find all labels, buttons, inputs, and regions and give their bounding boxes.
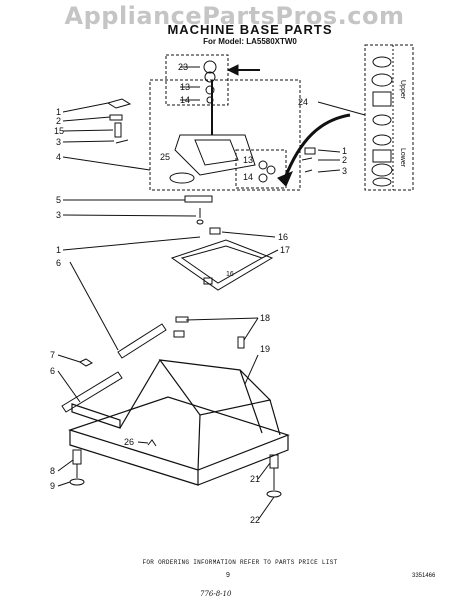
callout-16-inner: 16 — [226, 271, 234, 278]
callout-13-right: 13 — [243, 155, 253, 165]
callout-23: 23 — [178, 62, 188, 72]
upper-lower-box — [364, 44, 414, 191]
lower-bearings — [371, 134, 393, 187]
callout-numbers: 23 13 14 24 1 2 15 3 4 25 13 14 1 2 3 5 … — [50, 62, 347, 525]
callout-1-top: 1 — [56, 107, 61, 117]
callout-5: 5 — [56, 195, 61, 205]
lower-label: Lower — [399, 148, 406, 168]
callout-6-bottom: 6 — [50, 366, 55, 376]
callout-19: 19 — [260, 344, 270, 354]
handwritten-note: 776-8-10 — [200, 590, 232, 598]
mounting-plate — [170, 227, 274, 291]
page-number: 9 — [226, 572, 230, 579]
callout-26: 26 — [124, 437, 134, 447]
base-rail-7 — [61, 371, 123, 413]
machine-base-frame — [68, 359, 290, 486]
callout-16: 16 — [278, 232, 288, 242]
spring-clip — [147, 439, 157, 447]
callout-2-right: 2 — [342, 155, 347, 165]
transmission-box — [149, 79, 301, 191]
callout-1-right: 1 — [342, 146, 347, 156]
callout-7: 7 — [50, 350, 55, 360]
callout-3-top: 3 — [56, 137, 61, 147]
callout-14-right: 14 — [243, 172, 253, 182]
callout-13-top: 13 — [180, 82, 190, 92]
page-title: MACHINE BASE PARTS — [167, 22, 333, 37]
callout-9: 9 — [50, 481, 55, 491]
callout-14-top: 14 — [180, 95, 190, 105]
callout-18: 18 — [260, 313, 270, 323]
callout-24: 24 — [298, 97, 308, 107]
bracket-part — [106, 98, 132, 109]
upper-label: Upper — [399, 80, 406, 100]
ordering-info: FOR ORDERING INFORMATION REFER TO PARTS … — [142, 559, 338, 566]
callout-22: 22 — [250, 515, 260, 525]
watermark: AppliancePartsPros.com — [64, 2, 405, 30]
callout-3-right: 3 — [342, 166, 347, 176]
leveling-foot-left — [69, 449, 85, 486]
direction-arrow — [283, 113, 351, 179]
document-part-number: 3351466 — [412, 573, 436, 579]
base-rail-6 — [117, 323, 167, 359]
callout-2-top: 2 — [56, 116, 61, 126]
callout-15: 15 — [54, 126, 64, 136]
callout-3-mid: 3 — [56, 210, 61, 220]
callout-8: 8 — [50, 466, 55, 476]
callout-25: 25 — [160, 152, 170, 162]
model-label: For Model: LA5580XTW0 — [203, 37, 297, 46]
callout-4: 4 — [56, 152, 61, 162]
upper-bearings — [371, 56, 393, 126]
transmission-assembly — [169, 60, 276, 184]
callout-1-mid: 1 — [56, 245, 61, 255]
callout-6-top: 6 — [56, 258, 61, 268]
callout-21: 21 — [250, 474, 260, 484]
callout-box-13-14 — [235, 149, 287, 189]
callout-17: 17 — [280, 245, 290, 255]
leveling-foot-right — [266, 454, 282, 498]
